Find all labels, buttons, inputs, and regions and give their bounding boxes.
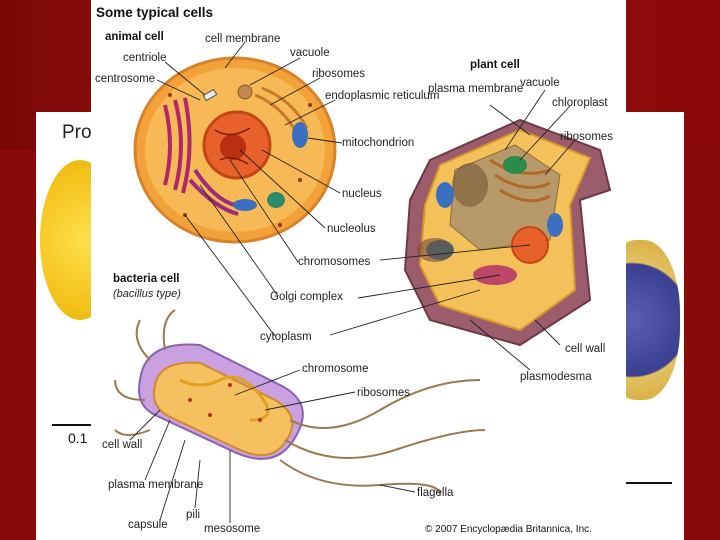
label-nucleus: nucleus	[342, 188, 382, 200]
label-plasmodesma: plasmodesma	[520, 371, 592, 383]
label-ribosomes-animal: ribosomes	[312, 68, 365, 80]
label-capsule: capsule	[128, 519, 168, 531]
label-endoplasmic-reticulum: endoplasmic reticulum	[325, 90, 439, 102]
label-centrosome: centrosome	[95, 73, 155, 85]
label-cytoplasm: cytoplasm	[260, 331, 312, 343]
label-cell-membrane: cell membrane	[205, 33, 280, 45]
label-plasma-membrane-plant: plasma membrane	[428, 83, 523, 95]
copyright-credit: © 2007 Encyclopædia Britannica, Inc.	[425, 524, 592, 535]
scale-bar-right	[620, 482, 672, 484]
label-cell-wall-plant: cell wall	[565, 343, 605, 355]
label-chloroplast: chloroplast	[552, 97, 608, 109]
label-nucleolus: nucleolus	[327, 223, 376, 235]
label-pili: pili	[186, 509, 200, 521]
label-ribosomes-bacteria: ribosomes	[357, 387, 410, 399]
label-ribosomes-plant: ribosomes	[560, 131, 613, 143]
label-mesosome: mesosome	[204, 523, 260, 535]
plant-cell-heading: plant cell	[470, 59, 520, 71]
label-vacuole-plant: vacuole	[520, 77, 560, 89]
leader-lines	[129, 41, 576, 523]
label-golgi-complex: Golgi complex	[270, 291, 343, 303]
label-centriole: centriole	[123, 52, 166, 64]
label-cell-wall-bacteria: cell wall	[102, 439, 142, 451]
label-plasma-membrane-bacteria: plasma membrane	[108, 479, 203, 491]
bacteria-cell-illustration	[114, 309, 486, 496]
label-flagella: flagella	[417, 487, 454, 499]
label-chromosome-bacteria: chromosome	[302, 363, 368, 375]
underlying-scale-label: 0.1	[68, 430, 88, 446]
animal-cell-heading: animal cell	[105, 31, 164, 43]
plant-cell-illustration	[403, 118, 612, 347]
label-mitochondrion: mitochondrion	[342, 137, 414, 149]
scale-bar	[52, 424, 92, 426]
label-chromosomes: chromosomes	[298, 256, 370, 268]
diagram-title: Some typical cells	[96, 5, 213, 20]
label-vacuole-animal: vacuole	[290, 47, 330, 59]
underlying-slide-title: Pro	[62, 122, 92, 143]
label-endoplasmic: endoplasmic reticulum	[325, 90, 439, 102]
animal-cell-illustration	[133, 56, 337, 244]
bacteria-cell-heading: bacteria cell	[113, 273, 179, 285]
bacteria-cell-subheading: (bacillus type)	[113, 288, 181, 300]
